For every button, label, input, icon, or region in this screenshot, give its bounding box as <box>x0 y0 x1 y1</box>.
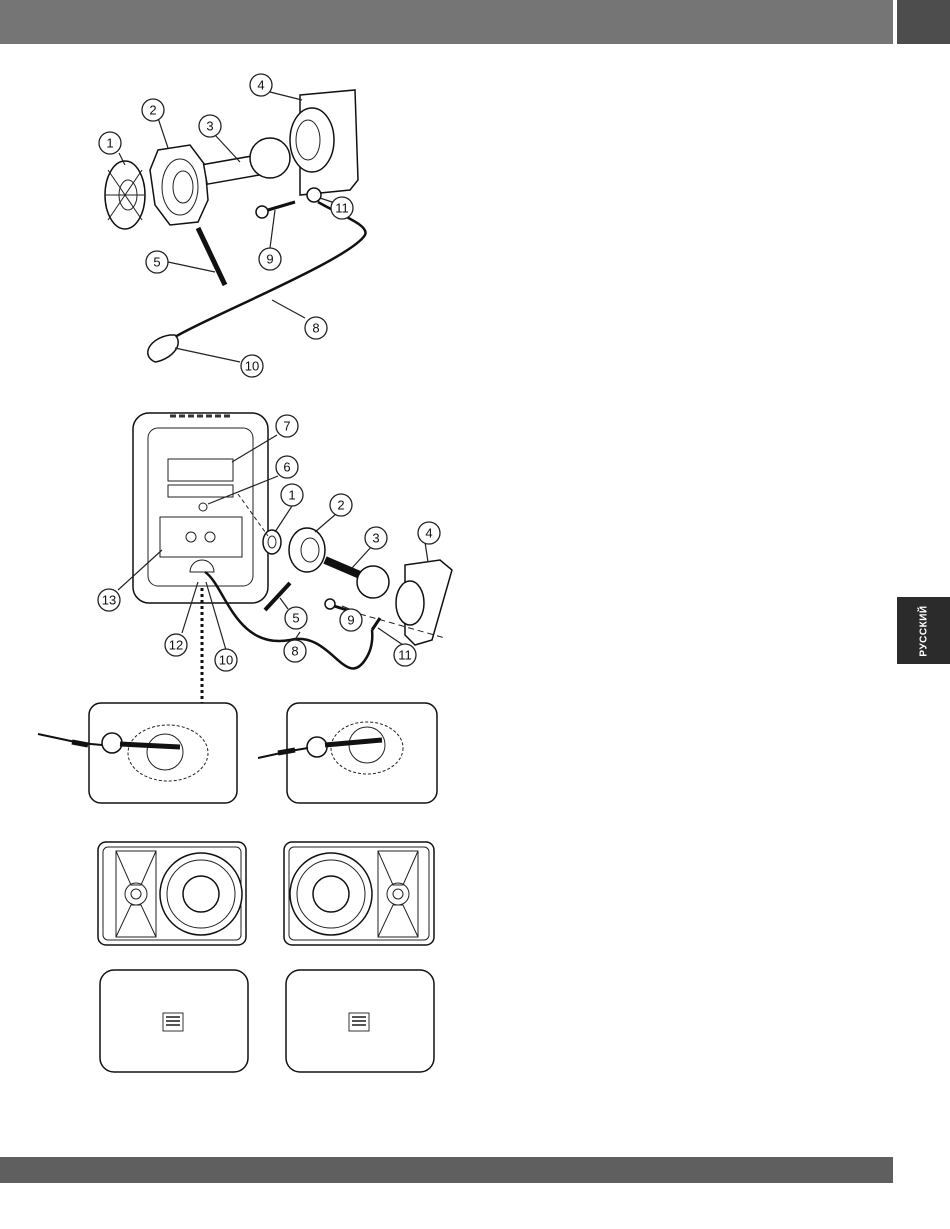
svg-text:1: 1 <box>288 488 295 503</box>
part-washer <box>263 530 281 554</box>
svg-text:5: 5 <box>153 255 160 270</box>
callout: 4 <box>418 522 440 544</box>
svg-text:11: 11 <box>398 648 412 663</box>
callout: 7 <box>276 415 298 437</box>
svg-text:4: 4 <box>425 526 432 541</box>
svg-text:6: 6 <box>283 460 290 475</box>
top-exploded-view: 1 2 3 4 5 8 9 10 11 <box>99 74 366 377</box>
callout: 10 <box>241 355 263 377</box>
svg-text:2: 2 <box>337 498 344 513</box>
part-cable-clip <box>148 335 178 362</box>
part-mount-plate <box>396 560 452 645</box>
part-safety-cable <box>170 202 366 340</box>
clip-detail-left <box>38 703 237 803</box>
callout: 8 <box>305 317 327 339</box>
svg-text:13: 13 <box>102 593 116 608</box>
callout: 9 <box>259 248 281 270</box>
speaker-front-right <box>284 842 434 945</box>
callout: 11 <box>394 644 416 666</box>
part-ring-terminal <box>307 188 321 202</box>
callout: 1 <box>281 484 303 506</box>
speaker-grille-left <box>100 970 248 1072</box>
callout: 3 <box>365 527 387 549</box>
callout: 8 <box>284 640 306 662</box>
callout: 5 <box>146 251 168 273</box>
svg-text:7: 7 <box>283 419 290 434</box>
bottom-exploded-view: 1 2 3 4 5 6 7 8 9 10 11 12 13 <box>98 413 452 705</box>
part-ball-stud <box>204 138 290 184</box>
svg-text:8: 8 <box>291 644 298 659</box>
svg-text:10: 10 <box>245 359 259 374</box>
part-mount-plate <box>290 90 358 195</box>
svg-text:5: 5 <box>292 611 299 626</box>
svg-text:3: 3 <box>206 119 213 134</box>
part-screw <box>256 202 295 218</box>
svg-text:3: 3 <box>372 531 379 546</box>
callout: 1 <box>99 132 121 154</box>
callout: 10 <box>215 649 237 671</box>
svg-text:8: 8 <box>312 321 319 336</box>
callout: 9 <box>340 609 362 631</box>
speaker-grille-right <box>286 970 434 1072</box>
svg-text:1: 1 <box>106 136 113 151</box>
part-nut <box>289 528 325 572</box>
callout: 5 <box>285 607 307 629</box>
callout: 2 <box>142 99 164 121</box>
part-nut <box>150 145 208 225</box>
part-ball-stud <box>325 560 389 598</box>
callout: 11 <box>331 197 353 219</box>
part-washer <box>105 161 145 229</box>
svg-text:11: 11 <box>335 201 349 216</box>
svg-text:2: 2 <box>149 103 156 118</box>
svg-text:10: 10 <box>219 653 233 668</box>
callout: 6 <box>276 456 298 478</box>
callout: 2 <box>330 494 352 516</box>
callout: 3 <box>199 115 221 137</box>
speaker-front-left <box>98 842 246 945</box>
callout: 13 <box>98 589 120 611</box>
clip-detail-right <box>258 703 437 803</box>
callout: 12 <box>165 634 187 656</box>
svg-text:9: 9 <box>347 613 354 628</box>
part-pin <box>198 228 225 285</box>
svg-text:12: 12 <box>169 638 183 653</box>
svg-text:9: 9 <box>266 252 273 267</box>
callout: 4 <box>250 74 272 96</box>
svg-text:4: 4 <box>257 78 264 93</box>
